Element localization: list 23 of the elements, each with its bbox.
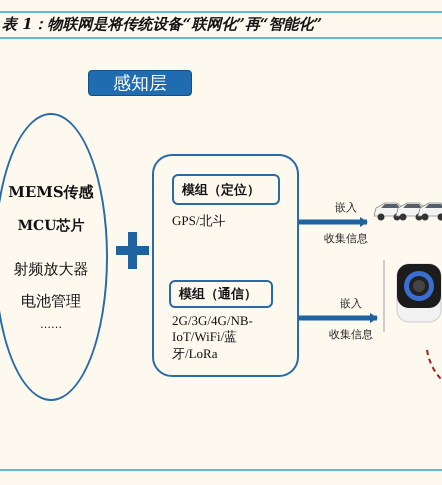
component-text: …… xyxy=(39,318,63,331)
edge-label: 嵌入 xyxy=(339,296,363,311)
edge-label: 嵌入 xyxy=(334,200,358,215)
component-text: MCU芯片 xyxy=(16,217,86,235)
edge-note: 收集信息 xyxy=(328,327,374,342)
module-title: 模组（定位） xyxy=(182,182,260,198)
component-text: 电池管理 xyxy=(20,292,82,311)
protocol-text: GPS/北斗 xyxy=(172,213,226,230)
arrow xyxy=(299,313,378,323)
protocol-text: 2G/3G/4G/NB-IoT/WiFi/蓝牙/LoRa xyxy=(172,313,254,362)
component-ellipse xyxy=(0,113,108,401)
layer-label xyxy=(88,70,192,96)
component-text: MEMS传感 xyxy=(7,183,95,202)
module-box xyxy=(169,280,273,308)
title: 表 1：物联网是将传统设备“联网化”再“智能化” xyxy=(2,15,322,34)
module-box xyxy=(172,174,280,205)
layer-title: 感知层 xyxy=(113,72,167,95)
arrow xyxy=(299,217,368,227)
component-text: 射频放大器 xyxy=(12,260,90,279)
module-title: 模组（通信） xyxy=(179,286,257,303)
module-panel xyxy=(152,154,299,377)
edge-note: 收集信息 xyxy=(323,231,369,246)
speaker-picture xyxy=(383,260,442,332)
